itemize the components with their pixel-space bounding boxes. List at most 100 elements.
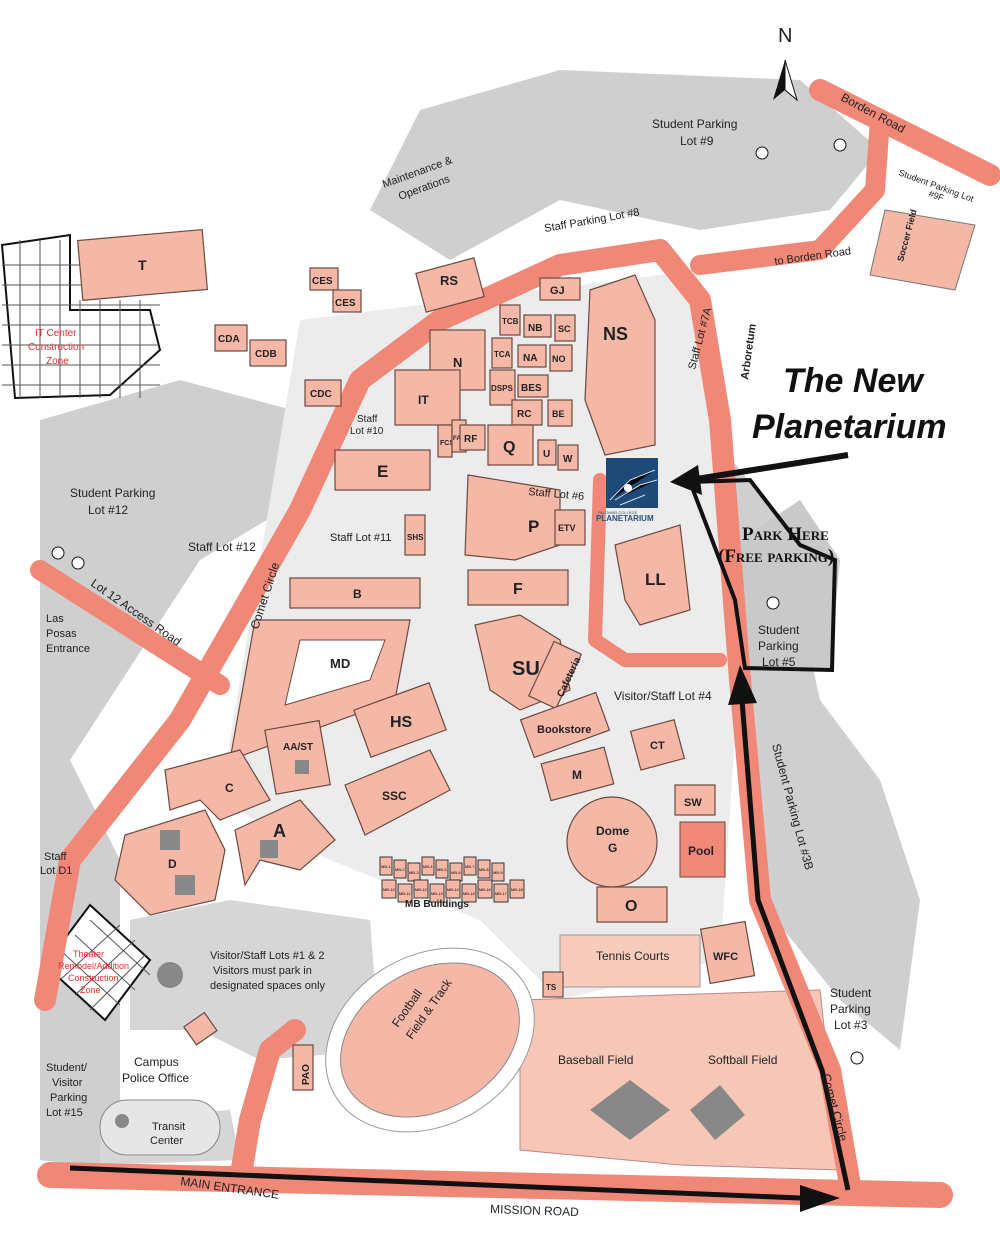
transit-center-marker (115, 1114, 129, 1128)
mb-building-label: MB-18 (511, 887, 524, 892)
mb-building (379, 856, 393, 876)
north-terrain (370, 70, 880, 260)
mb-building (477, 879, 493, 899)
building-su-label: SU (512, 658, 540, 680)
building-tca (491, 337, 513, 369)
building-rf-label: RF (464, 434, 477, 445)
building-p (464, 474, 561, 561)
lot15-line1: Student/ (46, 1062, 88, 1074)
building-o (596, 886, 668, 923)
building-t (76, 228, 209, 301)
campus-police-line2: Police Office (122, 1071, 189, 1085)
las-posas-line2: Posas (46, 628, 77, 640)
lots12-line1: Visitor/Staff Lots #1 & 2 (210, 950, 325, 962)
lot3-line1: Student (830, 986, 872, 1000)
headline-line2: Planetarium (752, 408, 947, 446)
it-center-line1: IT Center (35, 328, 77, 339)
building-pao-label: PAO (301, 1064, 312, 1085)
building-wfc-label: WFC (713, 951, 738, 963)
transit-line2: Center (150, 1135, 183, 1147)
building-it-label: IT (418, 393, 429, 407)
building-hs-label: HS (390, 714, 413, 731)
mb-building-label: MB-7 (465, 864, 475, 869)
building-e (334, 449, 431, 491)
building-wfc (699, 920, 756, 985)
lot9-line2: Lot #9 (680, 134, 714, 148)
lots-1-2-area (130, 900, 380, 1060)
building-a (234, 799, 336, 887)
building-m-label: M (572, 768, 582, 782)
building-nb (523, 314, 552, 338)
building-bookstore-label: Bookstore (537, 724, 591, 736)
building-ssc (344, 749, 451, 836)
mb-building-label: MB-14 (447, 887, 460, 892)
building-ll (614, 524, 691, 626)
building-ces-1-label: CES (312, 276, 333, 287)
building-rc-label: RC (517, 409, 531, 420)
building-c-label: C (225, 781, 234, 795)
lot-5-outline (687, 477, 838, 673)
mb-building (509, 879, 525, 899)
building-tcb-label: TCB (502, 317, 519, 326)
building-bes-label: BES (521, 383, 542, 394)
pool-label: Pool (688, 844, 714, 858)
baseball-diamond (590, 1080, 670, 1140)
lot-12-access-road (30, 560, 230, 695)
building-md-court (284, 639, 386, 706)
mb-building-label: MB-17 (495, 891, 508, 896)
building-rs (415, 257, 485, 313)
building-d-core-1 (160, 830, 180, 850)
building-e-label: E (377, 462, 388, 481)
baseball-softball-area (519, 989, 841, 1171)
lots12-line2: Visitors must park in (213, 965, 312, 977)
mb-buildings: MB-1MB-2MB-3MB-4MB-5MB-6MB-7MB-8MB-9MB-1… (379, 856, 525, 903)
mb-building (393, 859, 407, 879)
staffd1-line1: Staff (44, 851, 67, 863)
building-tca-label: TCA (494, 350, 511, 359)
mb-building-label: MB-15 (463, 891, 476, 896)
mb-building-label: MB-4 (423, 864, 433, 869)
mb-building-label: MB-9 (493, 870, 503, 875)
building-ns-label: NS (603, 324, 628, 344)
main-entrance-road (229, 1019, 306, 1191)
lot5-line1: Student (758, 623, 800, 637)
softball-label: Softball Field (708, 1053, 777, 1067)
building-cdc-label: CDC (310, 389, 332, 400)
planetarium-logo-name: PLANETARIUM (596, 514, 654, 523)
building-etv (554, 509, 586, 546)
it-center-line2: Construction (28, 342, 84, 353)
lot9-line1: Student Parking (652, 117, 737, 131)
building-aa-st (264, 719, 332, 795)
lot12-line2: Lot #12 (88, 503, 128, 517)
building-rf (459, 424, 486, 451)
staffd1-line2: Lot D1 (40, 865, 72, 877)
building-sw (674, 784, 716, 816)
building-sw-label: SW (684, 797, 702, 809)
lot15-line4: Lot #15 (46, 1107, 83, 1119)
building-ct (629, 718, 686, 771)
building-q (487, 424, 534, 466)
theater-line4: Zone (80, 985, 101, 995)
building-ll-label: LL (645, 570, 666, 589)
theater-line3: Construction (68, 973, 119, 983)
dome-label-line1: Dome (596, 824, 630, 838)
building-w-label: W (563, 454, 573, 465)
building-ssc-label: SSC (382, 789, 407, 803)
building-rc (511, 399, 543, 426)
lots12-line3: designated spaces only (210, 980, 325, 992)
campus-police-line1: Campus (134, 1055, 179, 1069)
building-t-label: T (138, 257, 147, 273)
mb-building-label: MB-11 (399, 891, 411, 896)
planetarium-logo: PALOMAR COLLEGE PLANETARIUM (596, 458, 658, 523)
building-cdb-label: CDB (255, 349, 277, 360)
building-ts (542, 971, 564, 998)
building-ces-1 (309, 267, 339, 291)
mb-building (445, 879, 461, 899)
parking-markers (51, 138, 864, 1065)
lots-1-2-marker (157, 962, 183, 988)
building-nb-label: NB (528, 323, 542, 334)
building-shs (404, 514, 426, 556)
building-cdb (249, 339, 287, 367)
building-c (164, 749, 271, 821)
transit-line1: Transit (152, 1121, 185, 1133)
